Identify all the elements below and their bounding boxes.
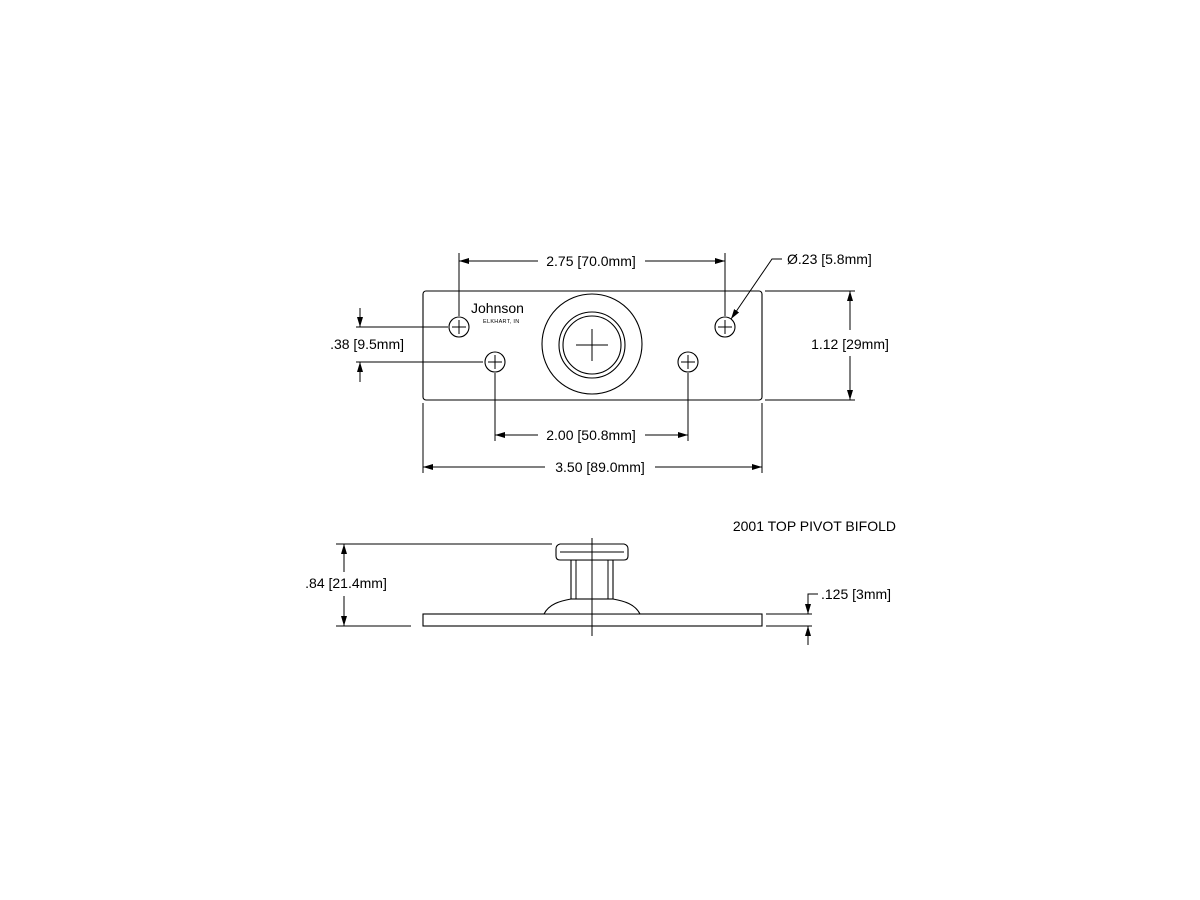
dim-label-lower-hole-spacing: 2.00 [50.8mm] (546, 427, 636, 443)
top-view: Johnson ELKHART, IN (330, 251, 889, 475)
mounting-hole-lower-right (677, 351, 699, 373)
mounting-hole-upper-left (448, 316, 470, 338)
dim-plate-length: 3.50 [89.0mm] (422, 403, 763, 475)
pivot-boss (541, 293, 643, 395)
dim-label-plate-height: 1.12 [29mm] (811, 336, 889, 352)
dim-lower-hole-spacing: 2.00 [50.8mm] (494, 373, 689, 443)
dim-label-plate-thickness: .125 [3mm] (821, 586, 891, 602)
plate-outline (422, 290, 763, 401)
dim-label-plate-length: 3.50 [89.0mm] (555, 459, 645, 475)
dim-plate-thickness: .125 [3mm] (766, 586, 891, 645)
side-view: .84 [21.4mm] .125 [3mm] (305, 538, 891, 645)
dim-overall-height: .84 [21.4mm] (305, 543, 552, 627)
dim-upper-hole-spacing: 2.75 [70.0mm] (458, 253, 726, 316)
mounting-hole-upper-right (714, 316, 736, 338)
drawing-title: 2001 TOP PIVOT BIFOLD (733, 518, 896, 534)
dim-label-upper-hole-spacing: 2.75 [70.0mm] (546, 253, 636, 269)
dim-label-overall-height: .84 [21.4mm] (305, 575, 387, 591)
dim-label-hole-diameter: Ø.23 [5.8mm] (787, 251, 872, 267)
dim-plate-height: 1.12 [29mm] (765, 290, 889, 401)
brand-name: Johnson (471, 300, 524, 316)
dim-hole-diameter: Ø.23 [5.8mm] (730, 251, 872, 320)
brand-location: ELKHART, IN (483, 319, 520, 325)
dim-label-hole-offset: .38 [9.5mm] (330, 336, 404, 352)
mounting-hole-lower-left (484, 351, 506, 373)
dim-hole-offset: .38 [9.5mm] (330, 308, 483, 382)
